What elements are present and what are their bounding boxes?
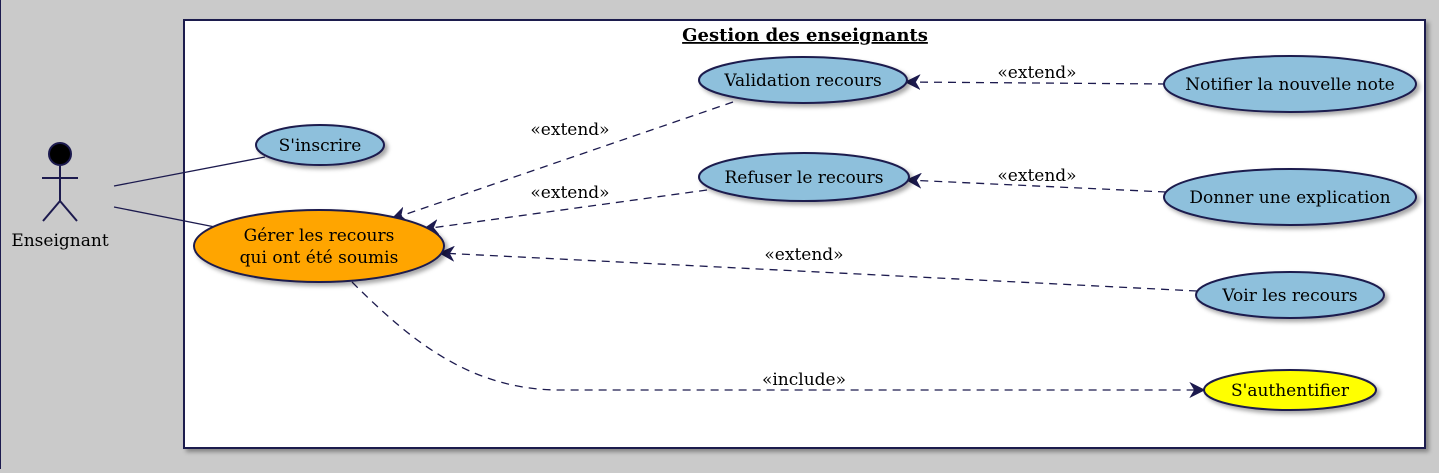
usecase-refuser[interactable]: Refuser le recours [698,152,910,202]
association-gerer [113,206,216,228]
relation-label-extend-validation: «extend» [530,120,609,140]
association-inscrire [113,156,266,187]
relation-extend-notifier [906,82,1167,84]
relation-include-auth [351,281,1204,390]
relation-label-extend-voir: «extend» [764,245,843,265]
relation-label-extend-notifier: «extend» [997,63,1076,83]
usecase-authentifier-label: S'authentifier [1231,381,1350,401]
actor-label: Enseignant [11,231,108,251]
usecase-explication[interactable]: Donner une explication [1163,168,1417,226]
usecase-refuser-label: Refuser le recours [724,168,883,188]
usecase-voir-label: Voir les recours [1221,286,1357,306]
relation-label-extend-explication: «extend» [997,166,1076,186]
usecase-gerer[interactable]: Gérer les recours qui ont été soumis [193,209,445,283]
usecase-authentifier[interactable]: S'authentifier [1203,369,1377,411]
usecase-validation[interactable]: Validation recours [698,56,908,104]
usecase-notifier[interactable]: Notifier la nouvelle note [1163,55,1417,113]
actor-left-leg [42,200,61,222]
usecase-validation-label: Validation recours [723,71,881,91]
usecase-gerer-label-line1: Gérer les recours [244,226,395,246]
actor-right-leg [59,200,78,222]
actor-head-icon [48,142,72,166]
relation-extend-voir [440,253,1198,292]
usecase-explication-label: Donner une explication [1189,188,1390,208]
relation-extend-validation [392,101,734,219]
usecase-notifier-label: Notifier la nouvelle note [1185,75,1395,95]
usecase-inscrire-label: S'inscrire [279,136,362,156]
actor-enseignant[interactable]: Enseignant [11,142,109,251]
relation-extend-refuser [424,189,708,229]
system-title: Gestion des enseignants [682,25,928,46]
usecase-inscrire[interactable]: S'inscrire [255,124,385,166]
usecase-voir[interactable]: Voir les recours [1195,271,1385,319]
usecase-gerer-label-line2: qui ont été soumis [240,248,399,268]
relation-label-extend-refuser: «extend» [530,183,609,203]
relation-label-include-auth: «include» [762,370,846,390]
relation-extend-explication [907,180,1167,193]
